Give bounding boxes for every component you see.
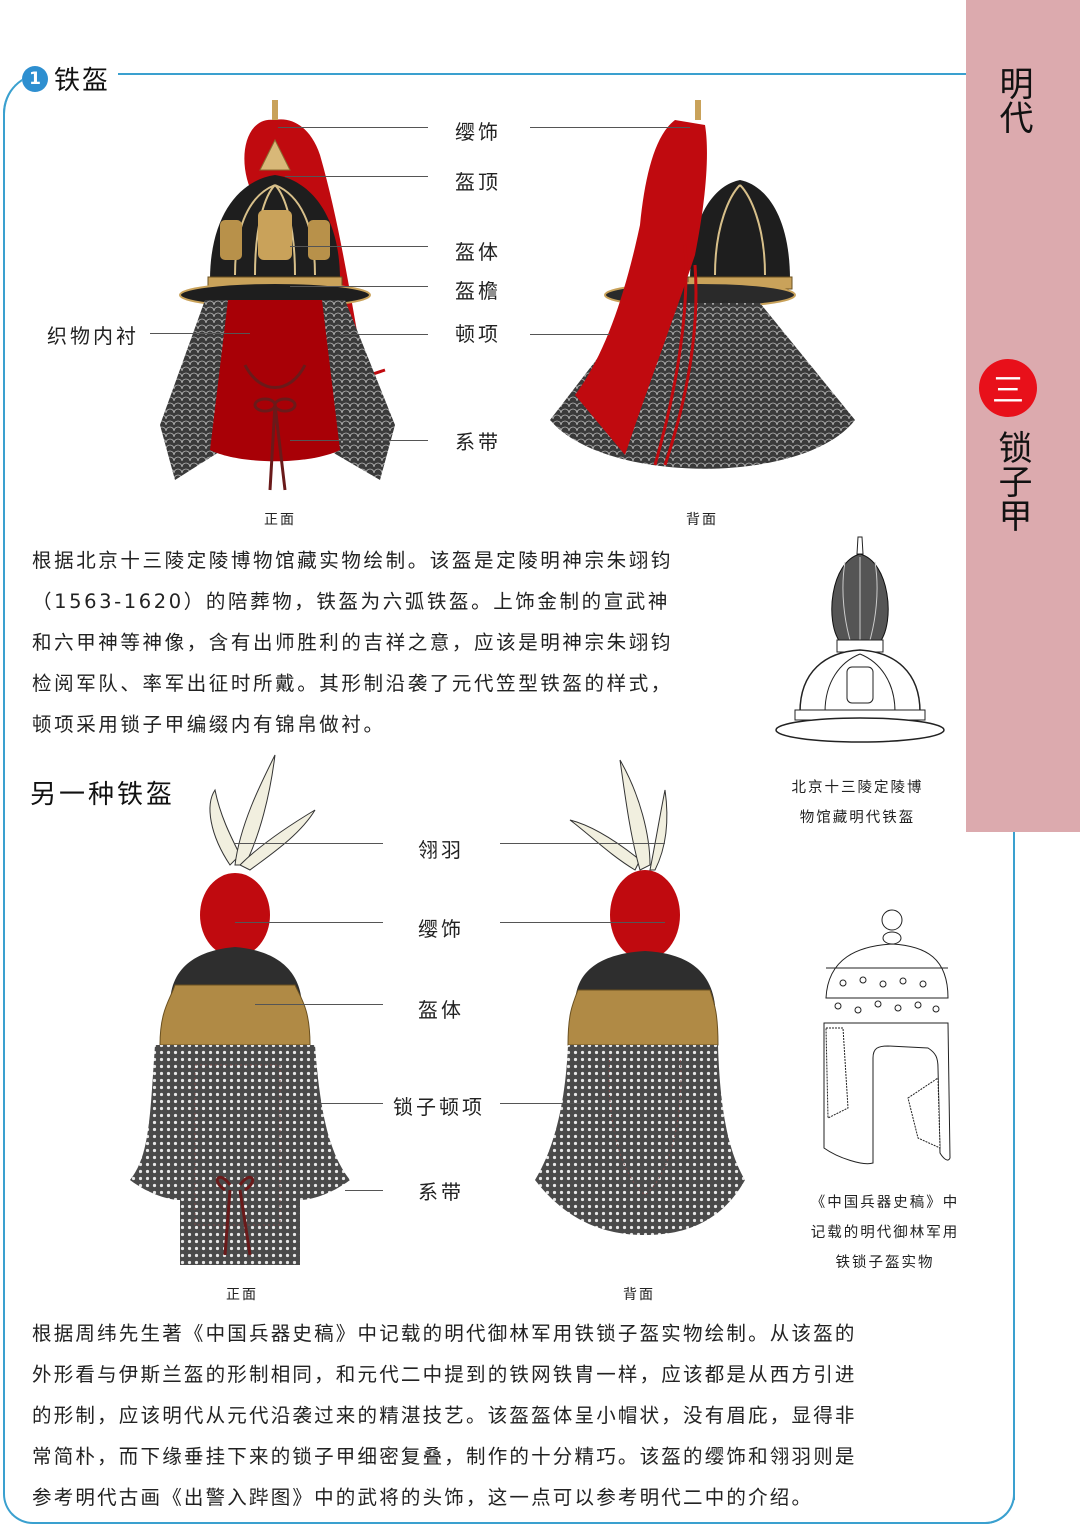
chapter-side-tab: 明代 三 锁子甲 <box>966 0 1080 832</box>
leader-line <box>500 1103 590 1104</box>
helmet2-heading: 另一种铁盔 <box>30 780 176 810</box>
helmet1-reference-caption: 北京十三陵定陵博 物馆藏明代铁盔 <box>770 773 945 833</box>
helmet1-description: 根据北京十三陵定陵博物馆藏实物绘制。该盔是定陵明神宗朱翊钧 （1563-1620… <box>32 540 762 745</box>
label-mail-neck-guard: 锁子顿项 <box>393 1095 485 1119</box>
label-brim: 盔檐 <box>455 279 501 303</box>
caption-line: 北京十三陵定陵博 <box>791 780 924 796</box>
label-ties-2: 系带 <box>418 1180 464 1204</box>
label-plume: 翎羽 <box>418 838 464 862</box>
text-line: （1563-1620）的陪葬物，铁盔为六弧铁盔。上饰金制的宣武神 <box>32 590 670 613</box>
text-line: 常简朴，而下缘垂挂下来的锁子甲细密复叠，制作的十分精巧。该盔的缨饰和翎羽则是 <box>32 1445 857 1468</box>
leader-line <box>278 127 428 128</box>
helmet2-back-illustration <box>535 759 745 1235</box>
chapter-number-circle: 三 <box>979 359 1037 417</box>
caption-line: 记载的明代御林军用 <box>810 1225 960 1241</box>
helmet1-back-illustration <box>550 100 855 469</box>
text-line: 根据北京十三陵定陵博物馆藏实物绘制。该盔是定陵明神宗朱翊钧 <box>32 549 673 572</box>
label-body: 盔体 <box>455 240 501 264</box>
section-title: 铁盔 <box>54 66 111 96</box>
caption-line: 铁锁子盔实物 <box>835 1255 935 1271</box>
text-line: 参考明代古画《出警入跸图》中的武将的头饰，这一点可以参考明代二中的介绍。 <box>32 1486 814 1509</box>
frame-right-edge <box>1013 830 1015 1500</box>
caption-line: 《中国兵器史稿》中 <box>810 1195 960 1211</box>
leader-line <box>235 922 383 923</box>
label-tassel-2: 缨饰 <box>418 917 464 941</box>
caption-line: 物馆藏明代铁盔 <box>799 810 916 826</box>
leader-line <box>500 922 665 923</box>
helmet2-reference-drawing <box>823 909 951 1165</box>
chapter-title: 锁子甲 <box>992 430 1032 532</box>
label-body-2: 盔体 <box>418 998 464 1022</box>
leader-line <box>235 843 383 844</box>
leader-line <box>340 334 428 335</box>
view-caption-back: 背面 <box>686 512 718 528</box>
view-caption-front: 正面 <box>264 512 296 528</box>
leader-line <box>345 1190 383 1191</box>
label-tassel: 缨饰 <box>455 120 501 144</box>
helmet2-description: 根据周纬先生著《中国兵器史稿》中记载的明代御林军用铁锁子盔实物绘制。从该盔的 外… <box>32 1313 1002 1518</box>
leader-line <box>290 440 428 441</box>
helmet1-reference-drawing <box>775 536 945 743</box>
leader-line <box>290 286 428 287</box>
helmet2-front-illustration <box>130 754 350 1265</box>
view-caption-back-2: 背面 <box>623 1287 655 1303</box>
leader-line <box>500 843 665 844</box>
leader-line <box>285 176 428 177</box>
section-heading: 1 铁盔 <box>22 60 115 97</box>
leader-line <box>290 246 428 247</box>
text-line: 外形看与伊斯兰盔的形制相同，和元代二中提到的铁网铁胄一样，应该都是从西方引进 <box>32 1363 857 1386</box>
leader-line <box>150 333 250 334</box>
leader-line <box>530 334 610 335</box>
era-label: 明代 <box>993 66 1033 134</box>
leader-line <box>295 1103 383 1104</box>
label-neck-guard: 顿项 <box>455 322 501 346</box>
helmet2-reference-caption: 《中国兵器史稿》中 记载的明代御林军用 铁锁子盔实物 <box>795 1188 975 1278</box>
label-ties: 系带 <box>455 430 501 454</box>
label-lining: 织物内衬 <box>47 324 139 348</box>
helmet1-front-illustration <box>160 100 395 491</box>
leader-line <box>255 1004 383 1005</box>
leader-line <box>530 127 690 128</box>
section-rule <box>118 73 968 75</box>
text-line: 检阅军队、率军出征时所戴。其形制沿袭了元代笠型铁盔的样式， <box>32 672 673 695</box>
text-line: 和六甲神等神像，含有出师胜利的吉祥之意，应该是明神宗朱翊钧 <box>32 631 673 654</box>
section-number-badge: 1 <box>22 65 48 92</box>
label-crown: 盔顶 <box>455 170 501 194</box>
page-frame <box>3 74 1015 1524</box>
text-line: 顿项采用锁子甲编缀内有锦帛做衬。 <box>32 713 386 736</box>
text-line: 根据周纬先生著《中国兵器史稿》中记载的明代御林军用铁锁子盔实物绘制。从该盔的 <box>32 1322 857 1345</box>
view-caption-front-2: 正面 <box>226 1287 258 1303</box>
text-line: 的形制，应该明代从元代沿袭过来的精湛技艺。该盔盔体呈小帽状，没有眉庇，显得非 <box>32 1404 857 1427</box>
